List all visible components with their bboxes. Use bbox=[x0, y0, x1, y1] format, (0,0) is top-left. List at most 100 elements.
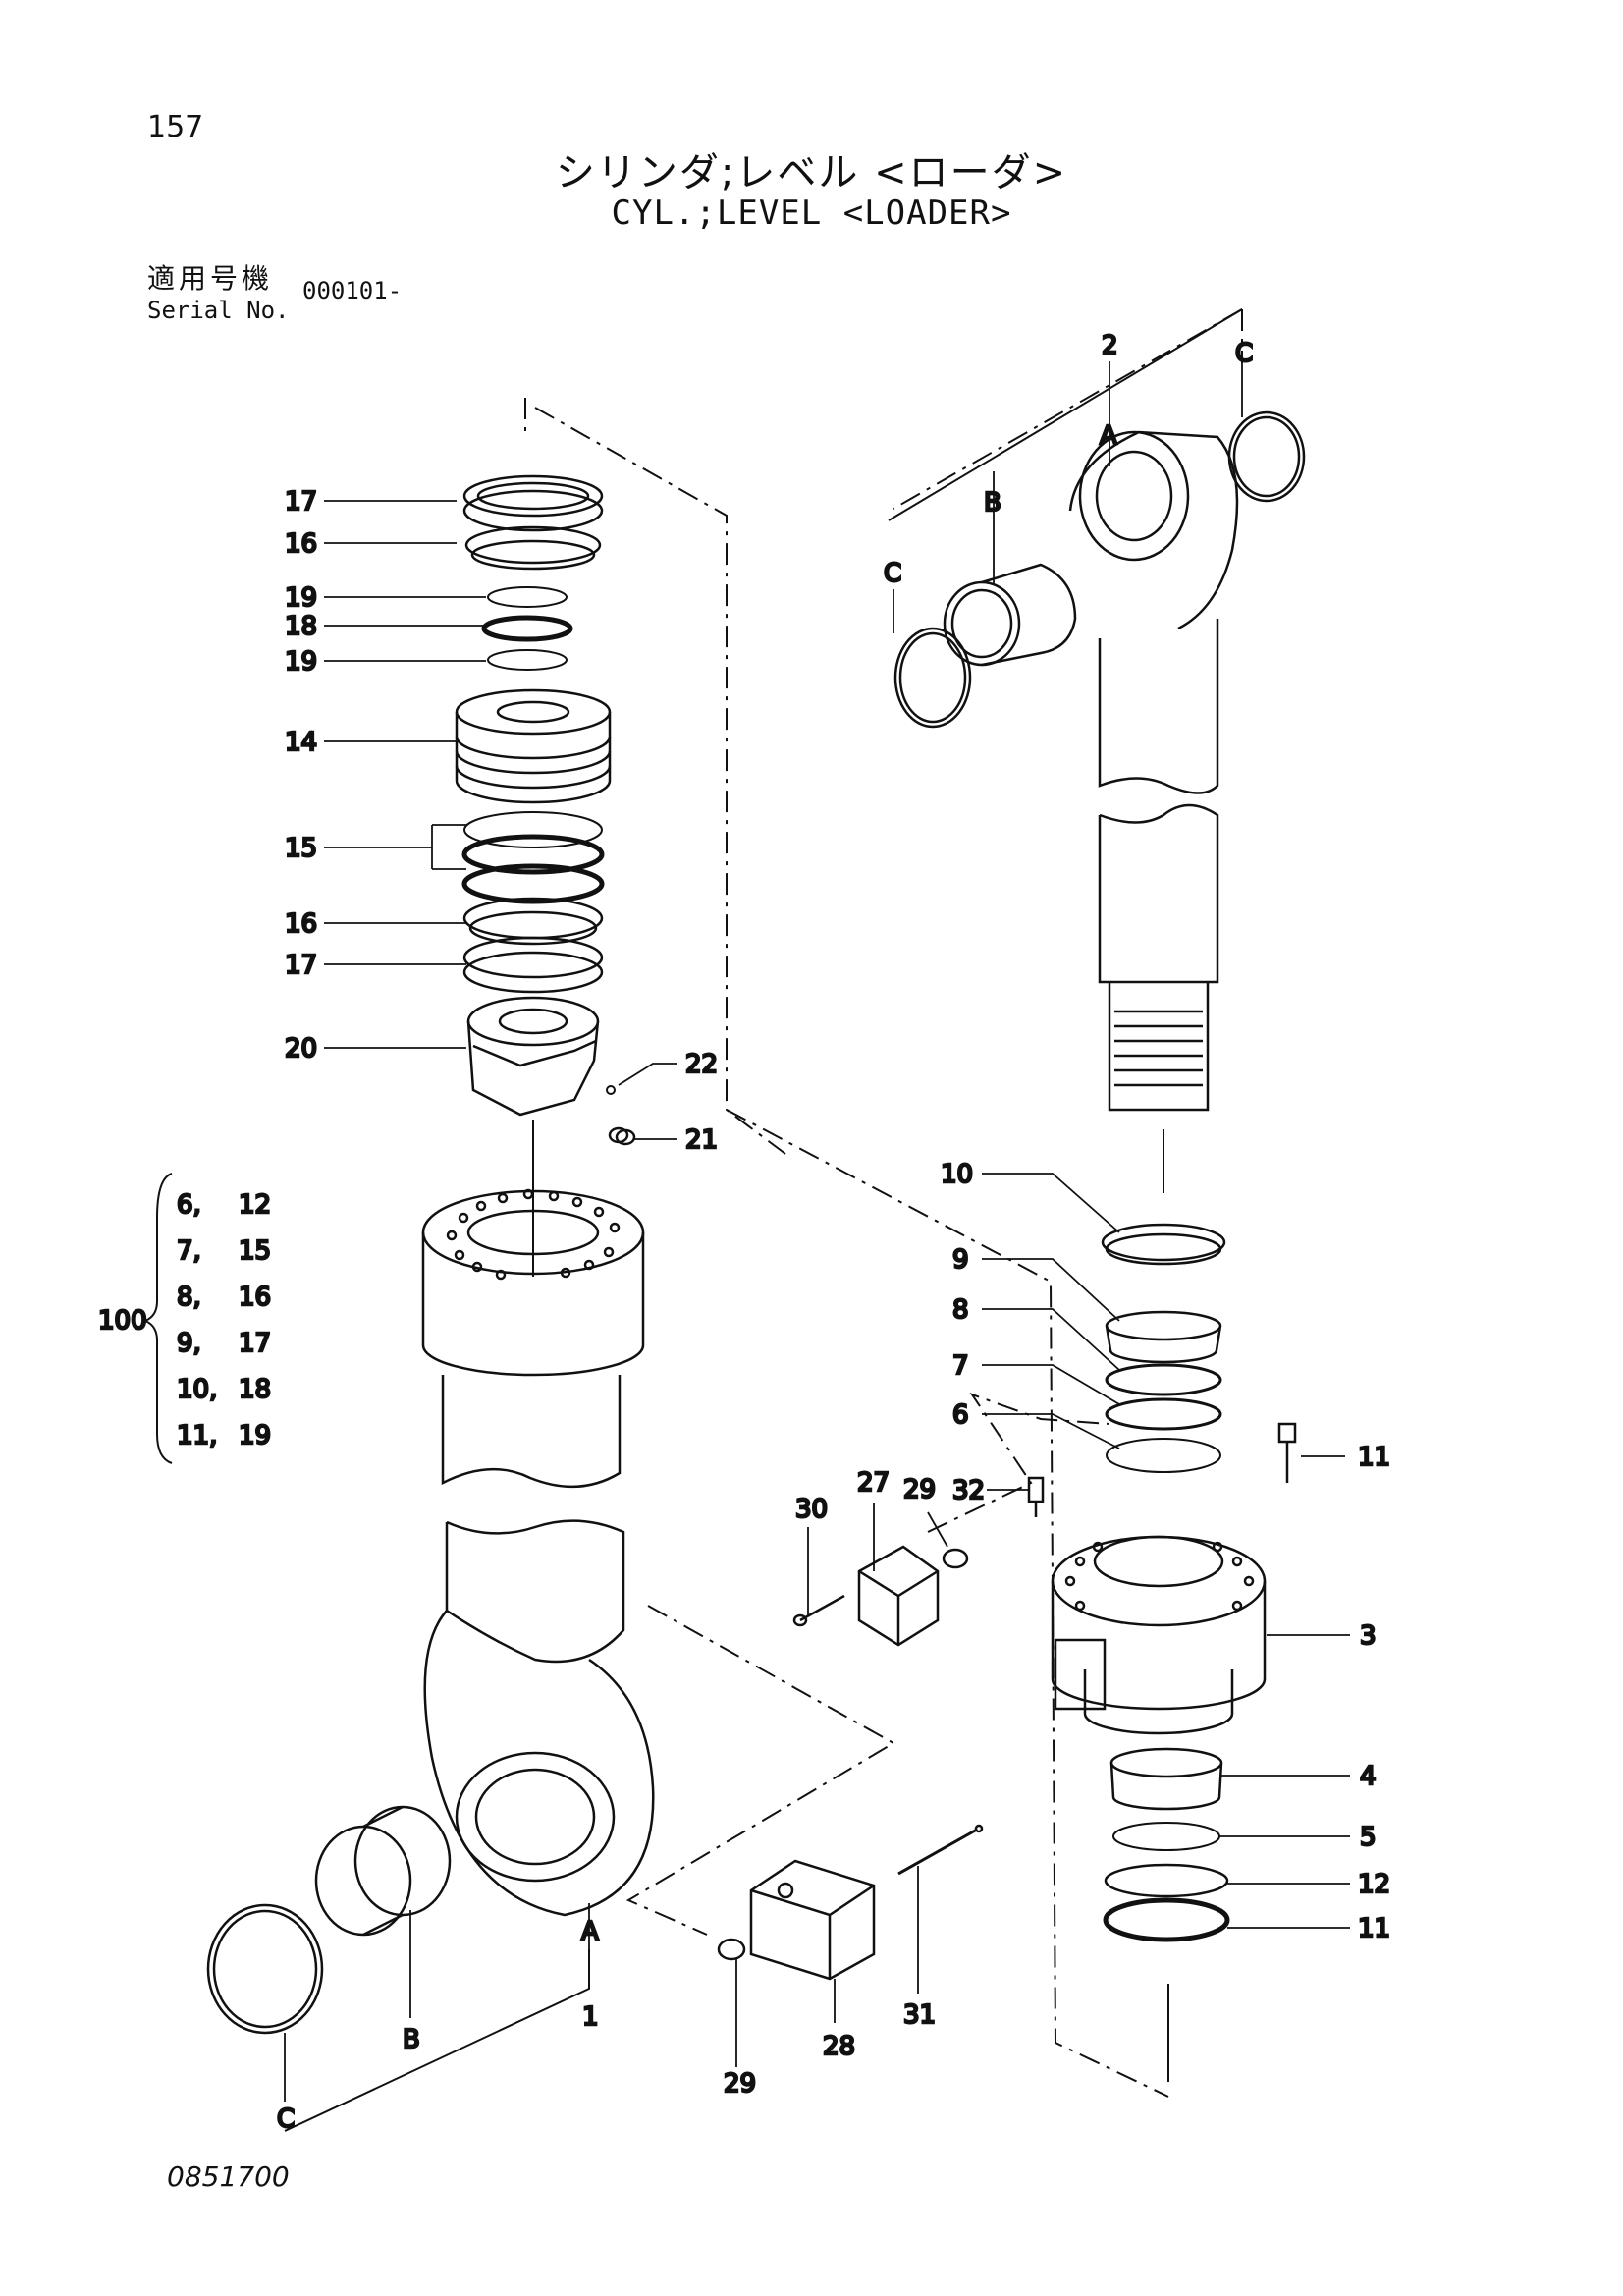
snap-ring-c-top-right bbox=[1227, 410, 1306, 503]
callout-28: 28 bbox=[823, 2032, 855, 2061]
nut-20 bbox=[466, 996, 600, 1117]
callout-30: 30 bbox=[795, 1495, 828, 1524]
callout-9: 9 bbox=[952, 1245, 969, 1275]
cylinder-head-3 bbox=[1051, 1535, 1267, 1735]
callout-15: 15 bbox=[285, 834, 317, 863]
valve-block-27 bbox=[857, 1545, 940, 1647]
callout-27: 27 bbox=[857, 1468, 890, 1498]
drawing-number: 0851700 bbox=[167, 2160, 290, 2193]
callout-19: 19 bbox=[285, 583, 317, 613]
kit-row-2-a: 7, bbox=[177, 1236, 201, 1266]
leader-lines bbox=[284, 361, 1350, 2102]
o-ring-11-bottom bbox=[1103, 1897, 1230, 1942]
piston-rings-15 bbox=[461, 811, 605, 904]
callout-16: 16 bbox=[285, 909, 317, 939]
callout-c: C bbox=[884, 559, 901, 588]
seal-9 bbox=[1105, 1310, 1222, 1364]
callout-31: 31 bbox=[903, 2000, 936, 2030]
wear-ring-17-top bbox=[462, 474, 604, 532]
flange-bolt-holes bbox=[446, 1188, 621, 1281]
bolt-30 bbox=[792, 1594, 845, 1627]
snap-ring-c-bottom bbox=[206, 1903, 324, 2035]
callout-a: A bbox=[1100, 421, 1117, 451]
pin-31 bbox=[897, 1824, 984, 1876]
callout-2: 2 bbox=[1102, 331, 1118, 360]
ring-8 bbox=[1105, 1363, 1222, 1396]
kit-brace bbox=[142, 1173, 173, 1464]
piston-rod-2 bbox=[1068, 430, 1239, 1193]
callout-32: 32 bbox=[952, 1476, 985, 1505]
kit-row-1-a: 6, bbox=[177, 1190, 201, 1220]
callout-5: 5 bbox=[1360, 1823, 1377, 1852]
lower-rings bbox=[1103, 1747, 1230, 1942]
ring-6 bbox=[1106, 1438, 1221, 1473]
callout-11: 11 bbox=[1358, 1443, 1390, 1472]
ring-7 bbox=[1105, 1397, 1222, 1431]
kit-row-3-b: 16 bbox=[239, 1283, 271, 1312]
bushing-4 bbox=[1109, 1762, 1223, 1811]
kit-row-5-b: 18 bbox=[239, 1375, 271, 1404]
bottom-bracket-line bbox=[284, 1949, 590, 2132]
callout-16: 16 bbox=[285, 529, 317, 559]
callout-18: 18 bbox=[285, 612, 317, 641]
callout-22: 22 bbox=[685, 1050, 718, 1079]
o-ring-29-bottom bbox=[717, 1938, 746, 1961]
kit-row-3-a: 8, bbox=[177, 1283, 201, 1312]
page-number: 157 bbox=[147, 110, 204, 144]
seal-ring-16-top bbox=[464, 525, 602, 571]
serial-number-value: 000101- bbox=[302, 277, 403, 304]
callout-29: 29 bbox=[724, 2069, 756, 2099]
kit-row-6-b: 19 bbox=[239, 1421, 271, 1450]
piston-14 bbox=[455, 688, 612, 804]
o-ring-29-top bbox=[942, 1548, 969, 1569]
bolt-11-top bbox=[1277, 1422, 1297, 1483]
callout-3: 3 bbox=[1360, 1621, 1377, 1651]
backup-ring-19-bottom bbox=[487, 649, 568, 671]
kit-row-5-a: 10, bbox=[177, 1375, 217, 1404]
callout-b: B bbox=[984, 488, 1001, 518]
kit-label: 100 bbox=[98, 1306, 147, 1336]
callout-a: A bbox=[581, 1917, 599, 1946]
callout-8: 8 bbox=[952, 1295, 969, 1325]
cylinder-tube-1 bbox=[421, 1189, 655, 1917]
callout-17: 17 bbox=[285, 487, 317, 517]
ball-22 bbox=[606, 1085, 616, 1095]
callout-20: 20 bbox=[285, 1034, 317, 1064]
ring-12 bbox=[1104, 1863, 1229, 1898]
callout-12: 12 bbox=[1358, 1870, 1390, 1899]
kit-row-4-b: 17 bbox=[239, 1329, 271, 1358]
callout-6: 6 bbox=[952, 1400, 969, 1430]
callout-c: C bbox=[1235, 339, 1253, 368]
callout-labels: 17 16 19 18 19 14 15 16 17 20 22 21 2 A … bbox=[276, 330, 1392, 2136]
callout-19: 19 bbox=[285, 647, 317, 677]
callout-1: 1 bbox=[582, 2002, 599, 2032]
wear-ring-17-bottom bbox=[462, 936, 604, 994]
set-screw-21 bbox=[608, 1126, 636, 1146]
page-title-japanese: シリンダ;レベル <ローダ> bbox=[555, 150, 1068, 195]
kit-row-6-a: 11, bbox=[177, 1421, 217, 1450]
bushing-b-top bbox=[943, 563, 1077, 667]
callout-10: 10 bbox=[941, 1160, 973, 1189]
dust-seal-10 bbox=[1101, 1223, 1226, 1266]
snap-ring-c-top-left bbox=[893, 627, 972, 729]
callout-14: 14 bbox=[285, 728, 317, 757]
callout-4: 4 bbox=[1360, 1762, 1377, 1791]
callout-17: 17 bbox=[285, 951, 317, 980]
kit-100-table: 100 6, 12 7, 15 8, 16 9, 17 10, 18 11, 1… bbox=[97, 1189, 273, 1452]
callout-c: C bbox=[277, 2105, 295, 2134]
ring-5 bbox=[1112, 1822, 1220, 1851]
callout-11: 11 bbox=[1358, 1914, 1390, 1943]
valve-block-28 bbox=[749, 1859, 876, 1981]
page-title-english: CYL.;LEVEL <LOADER> bbox=[611, 193, 1012, 233]
kit-row-4-a: 9, bbox=[177, 1329, 201, 1358]
kit-row-2-b: 15 bbox=[239, 1236, 271, 1266]
callout-29: 29 bbox=[903, 1475, 936, 1504]
top-bracket-line bbox=[888, 308, 1243, 521]
head-bolt-holes bbox=[1064, 1541, 1255, 1612]
o-ring-18 bbox=[481, 615, 573, 642]
callout-7: 7 bbox=[952, 1351, 969, 1381]
backup-ring-19-top bbox=[487, 586, 568, 608]
bushing-b-bottom bbox=[314, 1805, 452, 1937]
serial-label-japanese: 適用号機 bbox=[147, 262, 274, 295]
